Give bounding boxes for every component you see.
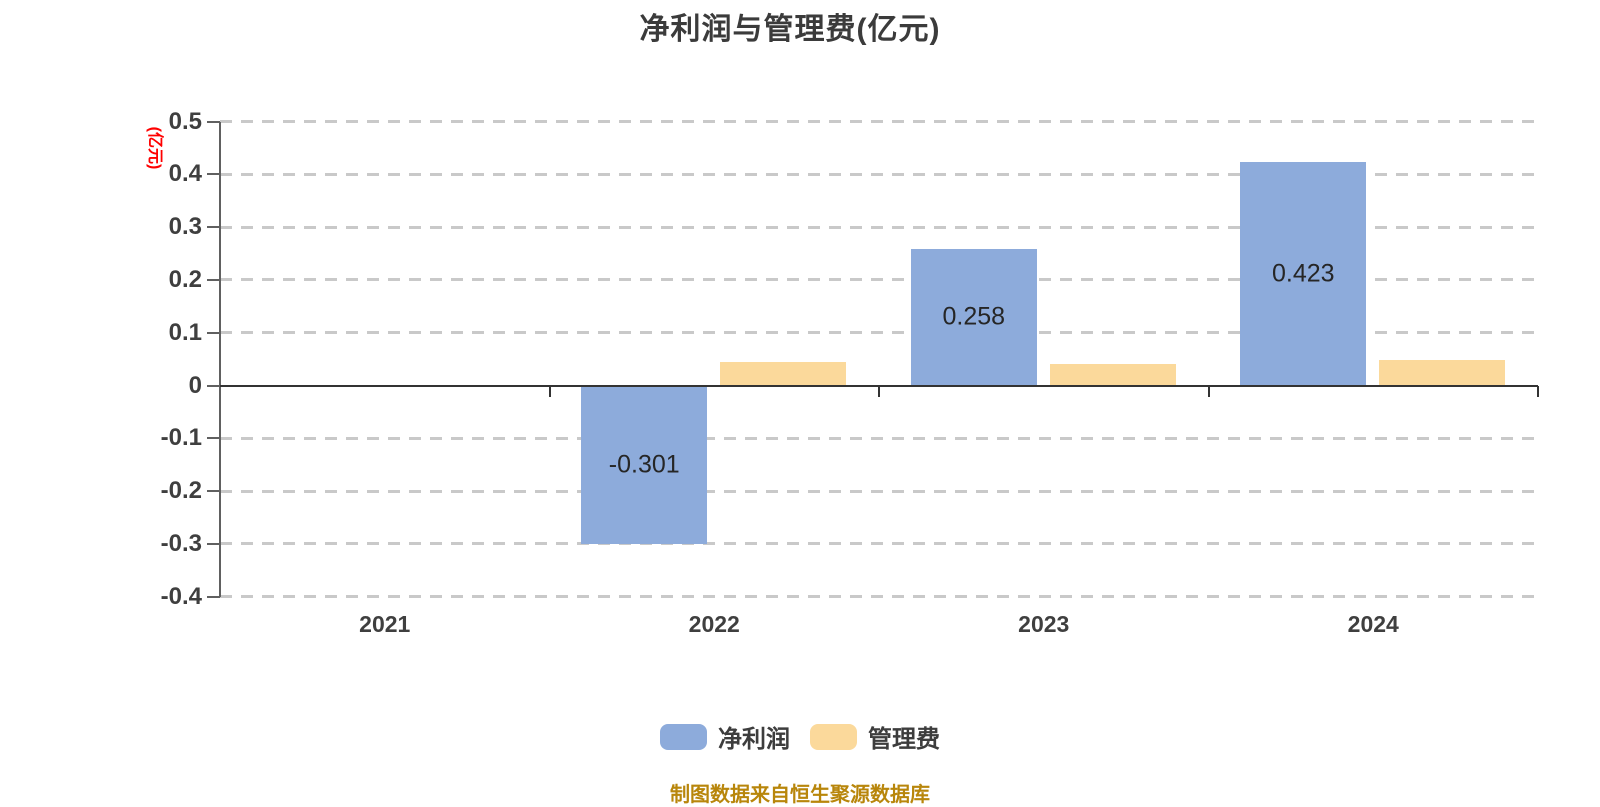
y-tick-label: -0.3	[160, 529, 202, 557]
x-tick	[548, 385, 551, 397]
x-category-label: 2021	[359, 611, 411, 637]
gridline	[220, 120, 1538, 123]
y-tick-label: -0.4	[160, 582, 202, 610]
y-tick-label: 0.3	[168, 213, 202, 241]
y-tick-label: -0.2	[160, 477, 202, 505]
x-category-label: 2022	[688, 611, 740, 637]
gridline	[220, 542, 1538, 546]
y-tick	[207, 542, 220, 545]
y-tick-label: 0	[188, 371, 202, 399]
y-tick-label: -0.1	[160, 424, 202, 452]
gridline	[220, 595, 1538, 599]
y-tick-label: 0.5	[168, 107, 202, 135]
legend-item-net-profit: 净利润	[660, 719, 790, 754]
bar-net-profit	[910, 249, 1037, 386]
y-tick	[207, 120, 220, 123]
y-tick	[207, 278, 220, 281]
legend: 净利润 管理费	[0, 719, 1600, 754]
y-tick	[207, 384, 220, 387]
x-category-label: 2024	[1347, 611, 1399, 637]
y-axis-line	[219, 121, 221, 597]
legend-label: 管理费	[868, 726, 940, 753]
x-tick	[878, 385, 880, 397]
x-tick	[1537, 385, 1539, 397]
y-tick-label: 0.1	[168, 318, 202, 346]
y-tick-label: 0.4	[168, 160, 202, 188]
y-tick	[207, 173, 220, 176]
bar-value-label: 0.423	[1271, 259, 1335, 288]
bar-net-profit	[581, 385, 708, 545]
gridline	[220, 172, 1538, 176]
bar-management-fee	[1049, 364, 1176, 386]
y-tick	[207, 490, 220, 493]
chart-title: 净利润与管理费(亿元)	[639, 13, 941, 46]
x-tick	[1207, 385, 1210, 397]
legend-item-management-fee: 管理费	[810, 719, 940, 754]
bar-net-profit	[1240, 162, 1367, 386]
gridline	[220, 225, 1538, 229]
bar-value-label: 0.258	[942, 302, 1006, 331]
legend-label: 净利润	[718, 726, 790, 753]
y-tick-label: 0.2	[168, 265, 202, 293]
bar-value-label: -0.301	[608, 450, 680, 479]
legend-swatch	[660, 723, 707, 750]
x-category-label: 2023	[1018, 611, 1070, 637]
bar-management-fee	[720, 361, 847, 386]
y-tick	[207, 331, 220, 334]
gridline	[220, 331, 1538, 335]
source-note: 制图数据来自恒生聚源数据库	[670, 784, 930, 806]
y-tick	[207, 595, 220, 598]
y-tick	[207, 226, 220, 229]
bar-management-fee	[1379, 360, 1506, 386]
gridline	[220, 278, 1538, 282]
gridline	[220, 436, 1538, 440]
legend-swatch	[810, 723, 857, 750]
gridline	[220, 489, 1538, 493]
y-tick	[207, 437, 220, 440]
